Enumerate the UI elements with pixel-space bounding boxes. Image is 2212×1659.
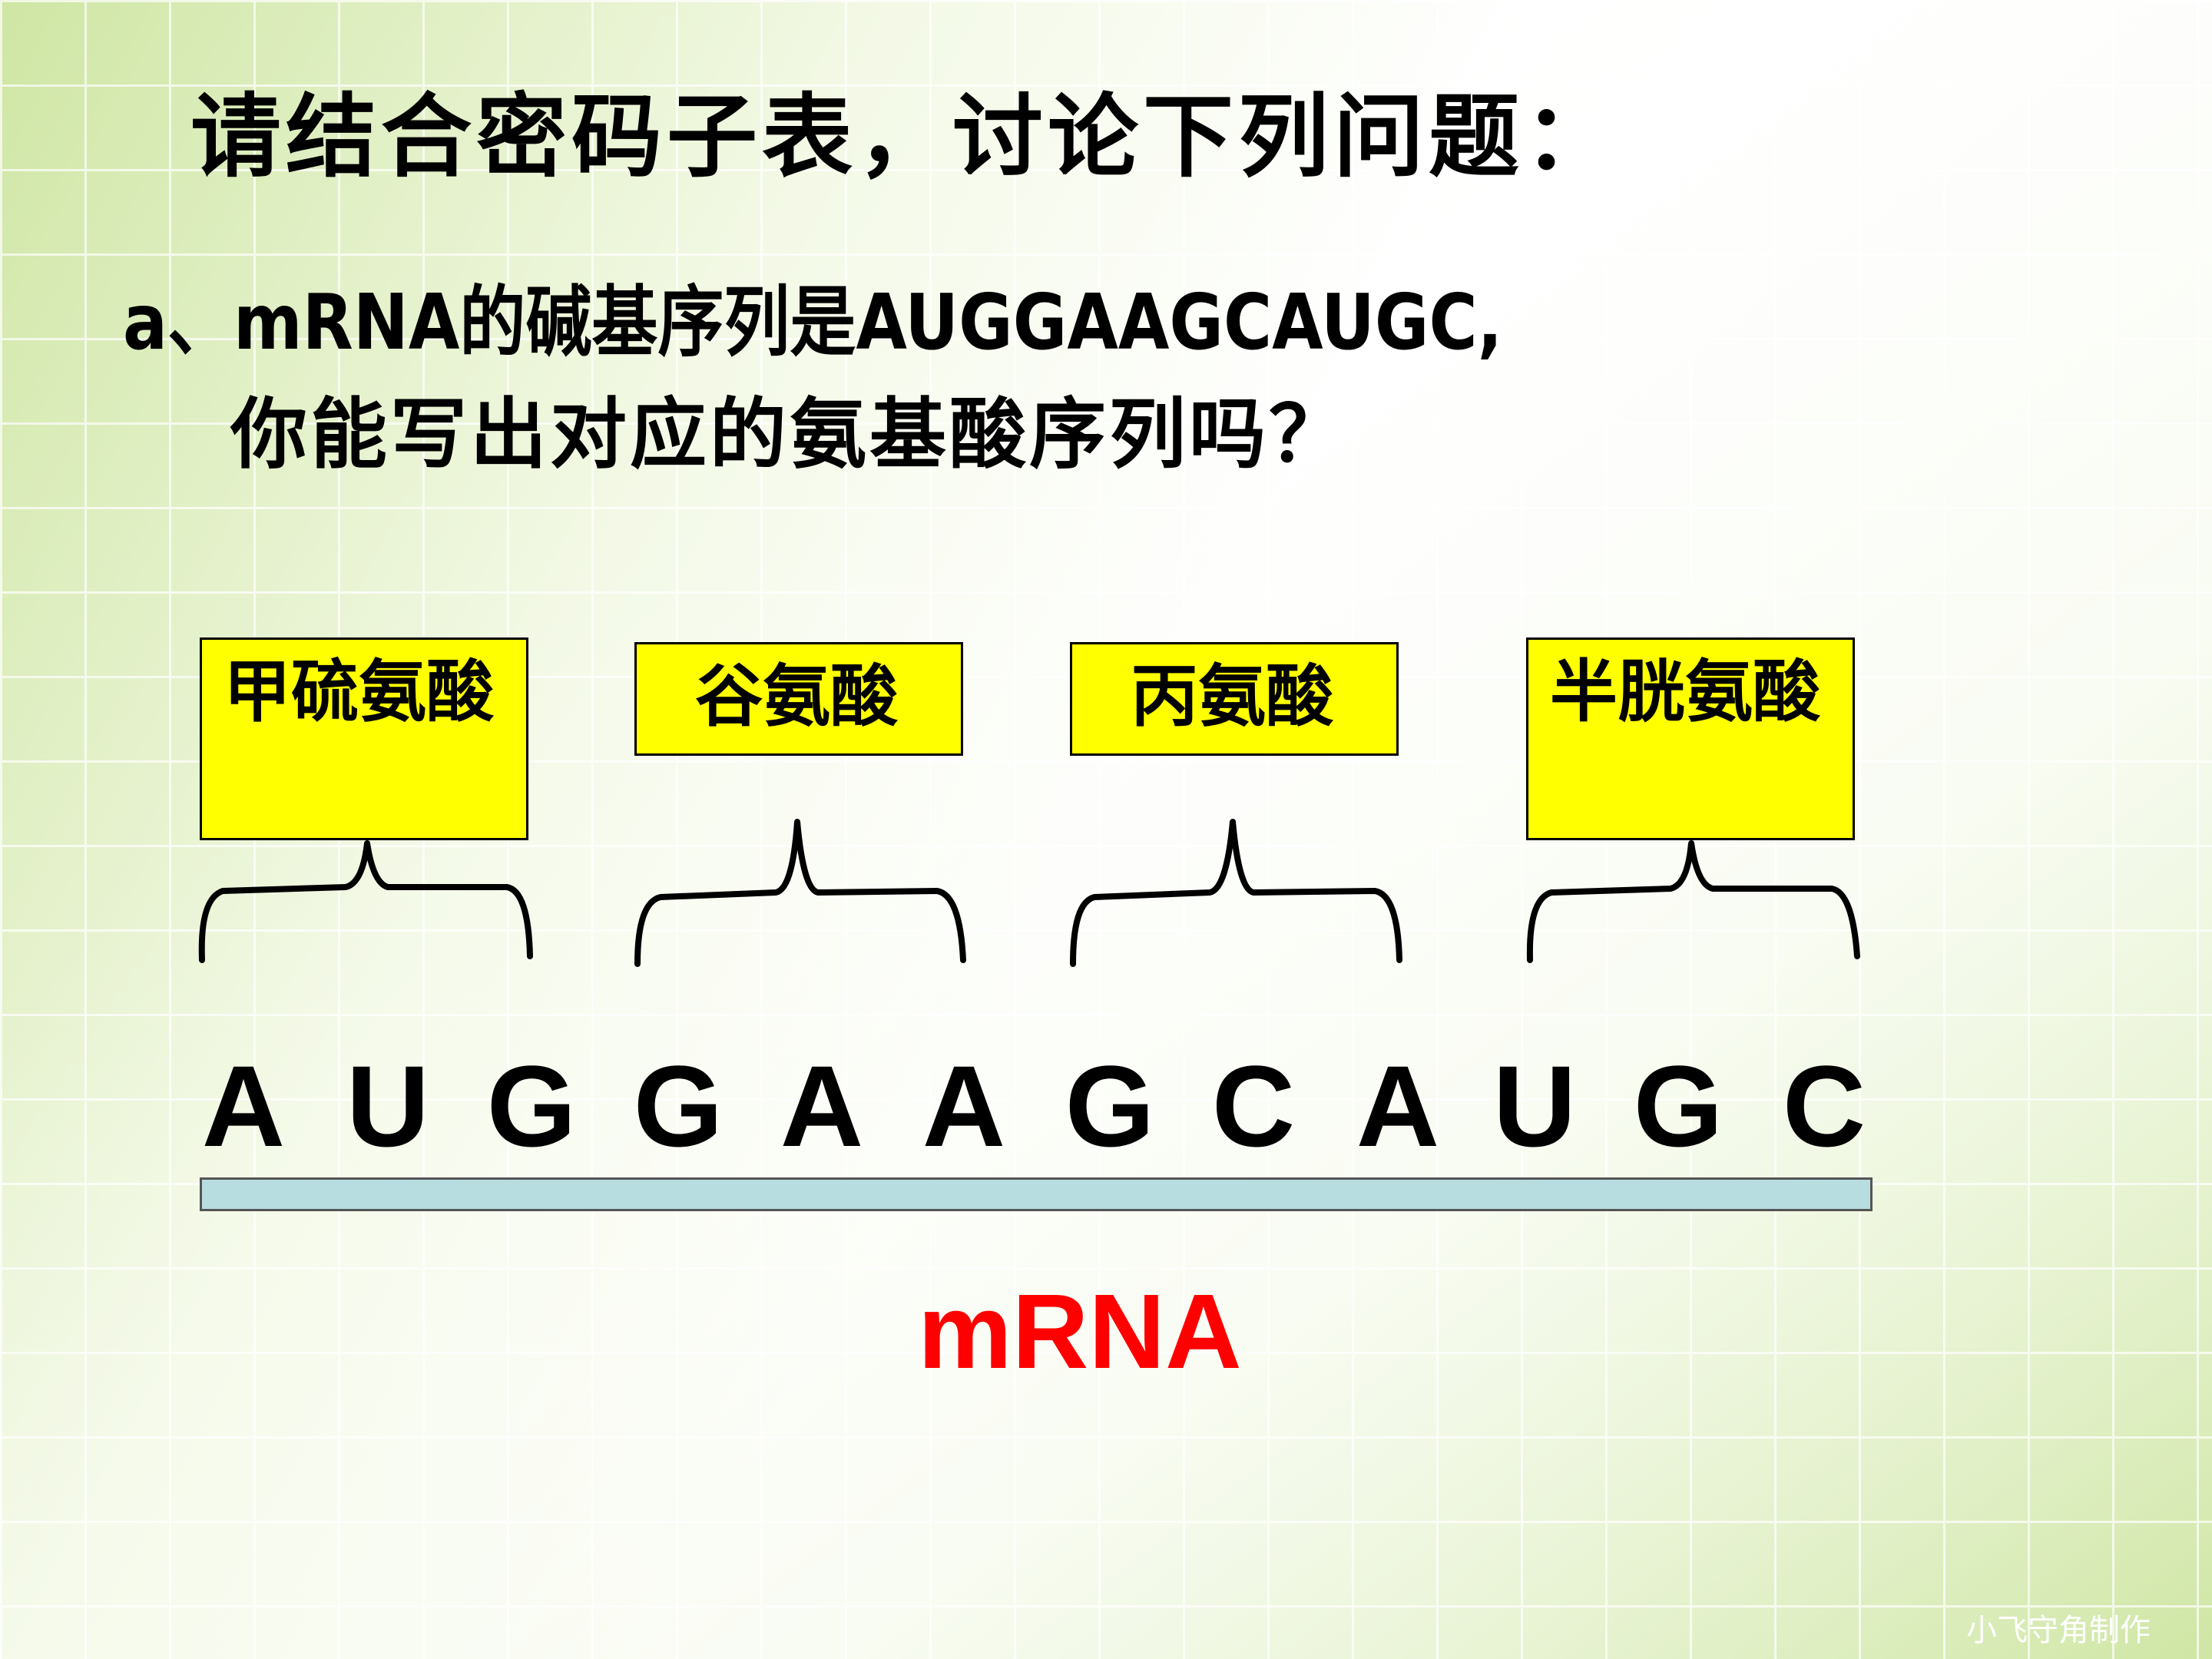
codon-brace-2	[634, 819, 966, 967]
base: A	[201, 1041, 286, 1171]
base: U	[346, 1041, 430, 1171]
amino-acid-label: 甲硫氨酸	[224, 652, 495, 731]
base: G	[1633, 1041, 1724, 1171]
amino-acid-label: 半胱氨酸	[1550, 652, 1821, 731]
amino-acid-box-1: 甲硫氨酸	[200, 637, 528, 840]
base: G	[1065, 1041, 1155, 1171]
base: A	[780, 1041, 864, 1171]
codon-brace-4	[1526, 840, 1860, 963]
amino-acid-label: 丙氨酸	[1131, 657, 1334, 736]
base: C	[1782, 1041, 1866, 1171]
base: A	[922, 1041, 1006, 1171]
codon-brace-3	[1070, 819, 1402, 967]
question-line-2: 你能写出对应的氨基酸序列吗？	[230, 389, 1349, 479]
question-line-1: a、mRNA的碱基序列是AUGGAAGCAUGC,	[123, 277, 1503, 367]
codon-brace-1	[198, 840, 533, 963]
mrna-label: mRNA	[918, 1273, 1242, 1391]
mrna-strand-bar	[200, 1177, 1873, 1211]
amino-acid-box-4: 半胱氨酸	[1526, 637, 1855, 840]
slide-title: 请结合密码子表，讨论下列问题：	[190, 84, 1620, 190]
amino-acid-box-2: 谷氨酸	[634, 642, 963, 756]
base: A	[1356, 1041, 1440, 1171]
amino-acid-label: 谷氨酸	[695, 657, 899, 736]
amino-acid-box-3: 丙氨酸	[1070, 642, 1399, 756]
base: U	[1492, 1041, 1577, 1171]
base: G	[486, 1041, 577, 1171]
base: C	[1211, 1041, 1296, 1171]
base: G	[633, 1041, 724, 1171]
watermark: 小飞守角制作	[1966, 1613, 2151, 1648]
